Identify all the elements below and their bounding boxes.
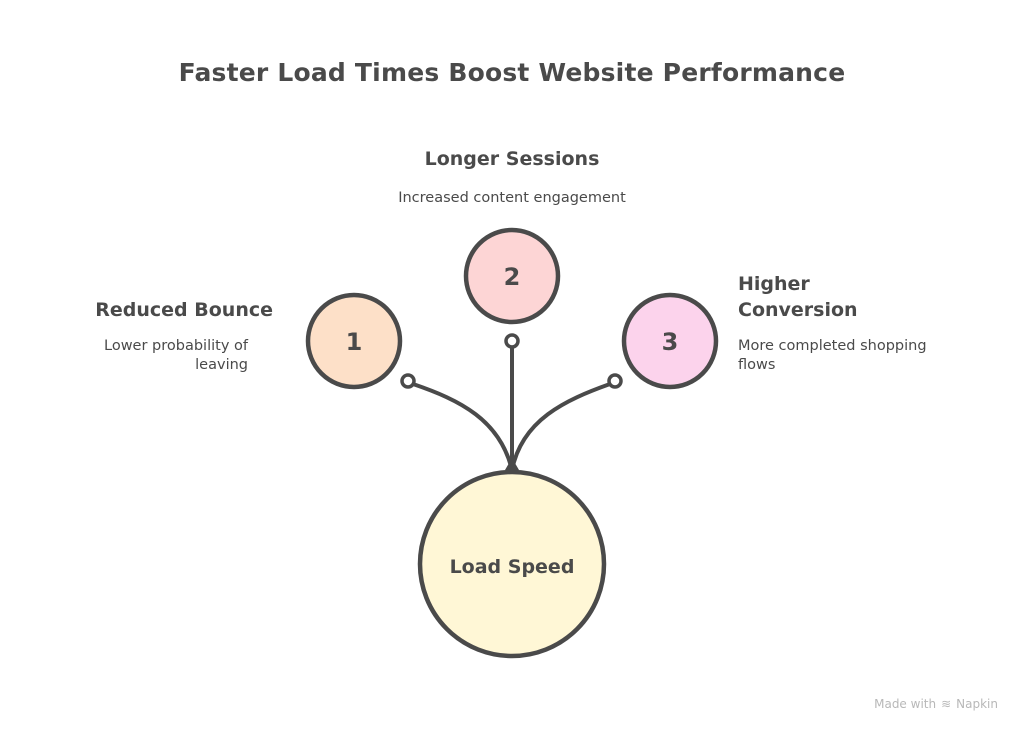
page-title: Faster Load Times Boost Website Performa… xyxy=(178,58,846,87)
node-3: 3 xyxy=(621,292,719,390)
node-2-number: 2 xyxy=(504,263,521,291)
connectors xyxy=(411,343,612,472)
node-2-border xyxy=(463,227,561,325)
node-1-title: Reduced Bounce xyxy=(95,299,273,321)
node-3-fill xyxy=(626,297,714,385)
connector-end-2 xyxy=(504,333,520,349)
node-3-description-line: More completed shopping xyxy=(738,338,927,354)
center-node: Load Speed xyxy=(417,469,607,659)
node-1-border xyxy=(305,292,403,390)
node-3-title: Higher Conversion xyxy=(738,271,978,323)
node-3-description: More completed shopping flows xyxy=(738,337,998,375)
footer-brand: Napkin xyxy=(956,697,998,711)
node-1-description-line: leaving xyxy=(195,357,248,373)
node-1-description-line: Lower probability of xyxy=(104,338,248,354)
node-3-number: 3 xyxy=(662,328,679,356)
footer-made-with: Made with xyxy=(874,697,937,711)
center-node-fill xyxy=(422,474,602,654)
node-1-fill xyxy=(310,297,398,385)
connector-3 xyxy=(510,382,612,472)
center-node-label: Load Speed xyxy=(450,556,575,578)
node-3-title-line: Conversion xyxy=(738,299,858,321)
connector-end-3 xyxy=(607,373,623,389)
node-2-title: Longer Sessions xyxy=(424,148,600,170)
node-2-fill xyxy=(468,232,556,320)
napkin-logo-icon: ≋ xyxy=(941,697,952,711)
node-1-description: Lower probability of leaving xyxy=(40,337,248,375)
node-3-border xyxy=(621,292,719,390)
connector-join xyxy=(505,458,519,470)
connector-1 xyxy=(411,382,514,472)
center-node-border xyxy=(417,469,607,659)
connector-end-1 xyxy=(400,373,416,389)
node-3-title-line: Higher xyxy=(738,273,810,295)
footer-watermark: Made with ≋ Napkin xyxy=(874,697,998,711)
node-1: 1 xyxy=(305,292,403,390)
node-2-description-line: Increased content engagement xyxy=(398,190,626,206)
node-3-description-line: flows xyxy=(738,357,776,373)
node-2: 2 xyxy=(463,227,561,325)
node-1-number: 1 xyxy=(346,328,363,356)
node-2-description: Increased content engagement xyxy=(342,189,682,208)
